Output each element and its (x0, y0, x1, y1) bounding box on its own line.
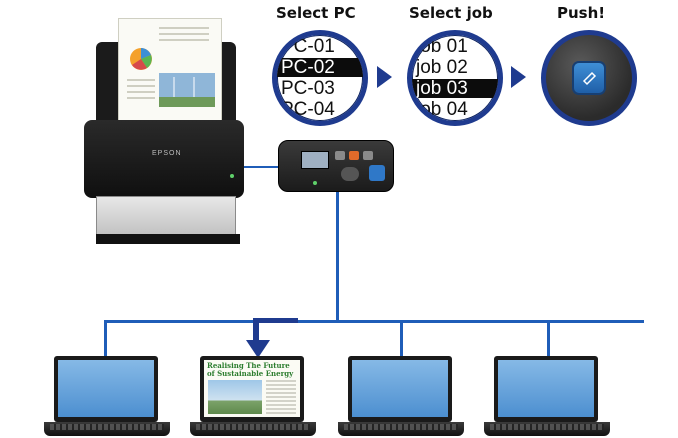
scanner-base (96, 234, 240, 244)
laptop-display: Realising The Future of Sustainable Ener… (204, 360, 300, 417)
laptop-keys (344, 424, 458, 430)
wind-turbine-image (208, 380, 262, 414)
scanner-body (84, 120, 244, 198)
laptop-screen (54, 356, 158, 422)
panel-dpad[interactable] (341, 167, 359, 181)
arrow-right-icon (377, 66, 392, 88)
laptop-display (498, 360, 594, 417)
job-option[interactable]: job 01 (416, 36, 468, 57)
pc-option[interactable]: PC-03 (281, 78, 335, 99)
delivery-arrow-icon (246, 318, 298, 358)
scan-icon (582, 71, 597, 86)
panel-button-grey[interactable] (335, 151, 345, 160)
job-selection-magnifier: job 01 job 02 job 03 job 04 (407, 30, 503, 126)
drop-line-laptop-4 (547, 320, 550, 356)
push-button-magnifier (541, 30, 637, 126)
scanner-to-panel-cable (244, 166, 278, 168)
laptop-display (352, 360, 448, 417)
network-trunk-line (336, 192, 339, 320)
panel-lcd (301, 151, 329, 169)
panel-start-button[interactable] (369, 165, 385, 181)
panel-led (313, 181, 317, 185)
laptop-1 (44, 356, 170, 438)
laptop-keys (196, 424, 310, 430)
laptop-2-receiving: Realising The Future of Sustainable Ener… (190, 356, 316, 438)
document-page-icon (127, 27, 215, 107)
document-title: Realising The Future of Sustainable Ener… (207, 361, 294, 378)
laptop-display (58, 360, 154, 417)
laptop-screen (494, 356, 598, 422)
scanner-led (230, 174, 234, 178)
drop-line-laptop-1 (104, 320, 107, 356)
laptop-3 (338, 356, 464, 438)
panel-button-grey[interactable] (363, 151, 373, 160)
laptop-4 (484, 356, 610, 438)
scanner-paper (118, 18, 222, 128)
job-option[interactable]: job 02 (416, 57, 468, 78)
scanner-output-tray (96, 196, 236, 240)
scanner-brand-label: EPSON (152, 150, 182, 157)
pc-option[interactable]: PC-01 (281, 36, 335, 57)
pc-option-selected[interactable]: PC-02 (277, 58, 363, 77)
arrow-right-icon (511, 66, 526, 88)
job-option[interactable]: job 04 (416, 99, 468, 120)
laptop-keys (490, 424, 604, 430)
drop-line-laptop-3 (400, 320, 403, 356)
network-control-panel (278, 140, 394, 192)
pc-selection-magnifier: PC-01 PC-02 PC-03 PC-04 (272, 30, 368, 126)
scan-start-button[interactable] (574, 63, 604, 93)
step-title-select-job: Select job (409, 4, 493, 22)
network-bus-line (104, 320, 644, 323)
laptop-screen (348, 356, 452, 422)
step-title-select-pc: Select PC (276, 4, 356, 22)
step-title-push: Push! (557, 4, 606, 22)
job-option-selected[interactable]: job 03 (412, 79, 498, 98)
pc-option[interactable]: PC-04 (281, 99, 335, 120)
panel-button-orange[interactable] (349, 151, 359, 160)
document-text-column (266, 380, 296, 414)
laptop-keys (50, 424, 164, 430)
laptop-screen: Realising The Future of Sustainable Ener… (200, 356, 304, 422)
